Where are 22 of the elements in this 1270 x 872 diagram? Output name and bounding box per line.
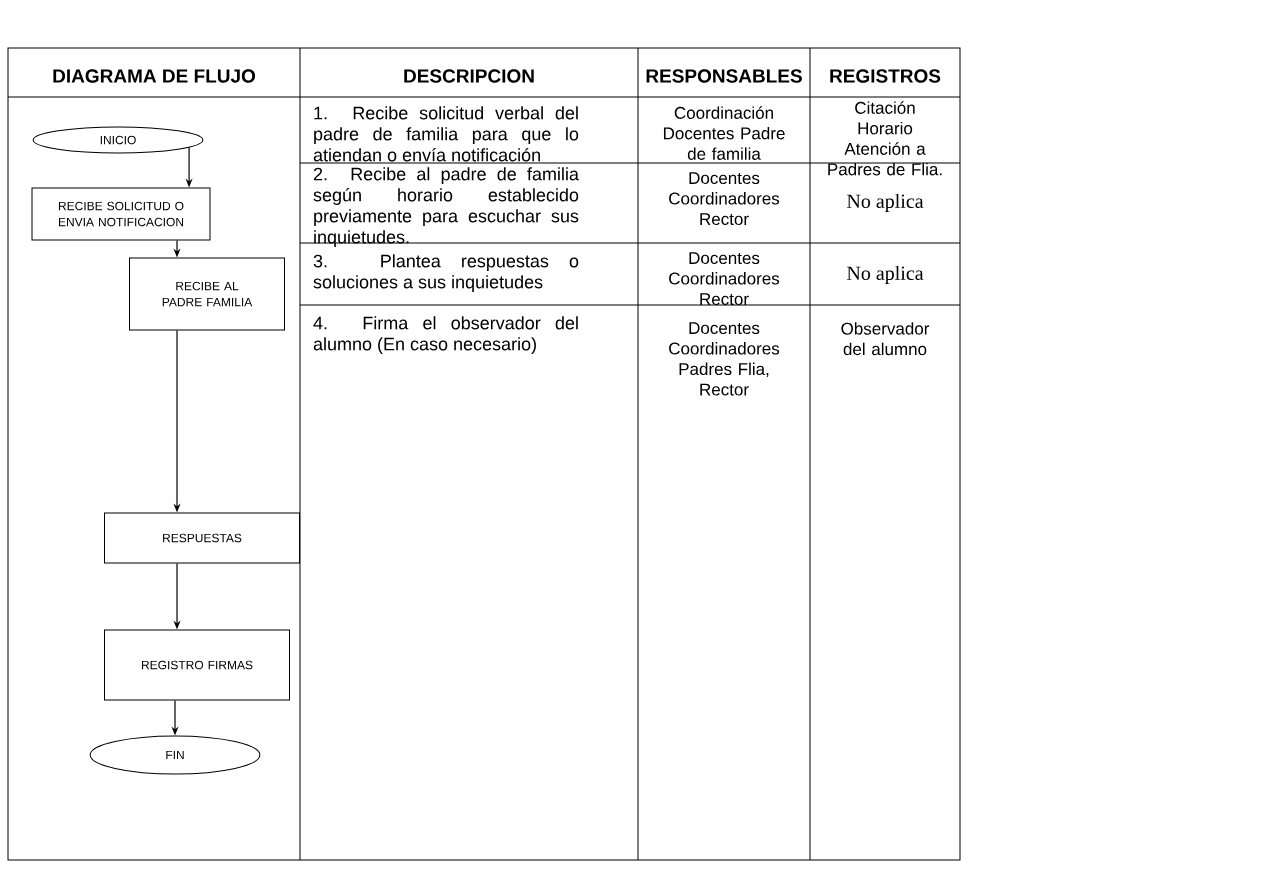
column-header: DIAGRAMA DE FLUJO bbox=[53, 69, 256, 83]
start-end-oval: INICIO bbox=[32, 126, 204, 154]
description-text: 4. Firma el observador del alumno (En caso necesario) bbox=[313, 316, 578, 354]
column-header: REGISTROS bbox=[830, 69, 941, 83]
process-box: RESPUESTAS bbox=[104, 512, 300, 564]
start-end-oval: FIN bbox=[89, 735, 261, 775]
description-text: 2. Recibe al padre de familia según horario establecido previamente para escuchar sus inquietudes. bbox=[313, 167, 579, 247]
responsible-text: Docentes Coordinadores Rector bbox=[669, 252, 780, 306]
process-box: RECIBE SOLICITUD O ENVIA NOTIFICACION bbox=[31, 187, 211, 241]
record-text: Observador del alumno bbox=[841, 322, 930, 356]
responsible-text: Coordinación Docentes Padre de familia bbox=[664, 106, 785, 160]
record-text: No aplica bbox=[847, 193, 924, 213]
responsible-text: Docentes Coordinadores Padres Flia, Rector bbox=[669, 322, 780, 396]
process-box: REGISTRO FIRMAS bbox=[104, 629, 290, 701]
responsible-text: Docentes Coordinadores Rector bbox=[669, 172, 780, 226]
description-text: 1. Recibe solicitud verbal del padre de familia para que lo atiendan o envía notificación bbox=[313, 106, 579, 162]
column-header: DESCRIPCION bbox=[404, 69, 534, 83]
record-text: Citación Horario Atención a Padres de Flia. bbox=[828, 101, 942, 176]
record-text: No aplica bbox=[847, 265, 924, 285]
process-box: RECIBE AL PADRE FAMILIA bbox=[129, 257, 285, 331]
description-text: 3. Plantea respuestas o soluciones a sus inquietudes bbox=[313, 254, 579, 292]
column-header: RESPONSABLES bbox=[646, 69, 802, 83]
